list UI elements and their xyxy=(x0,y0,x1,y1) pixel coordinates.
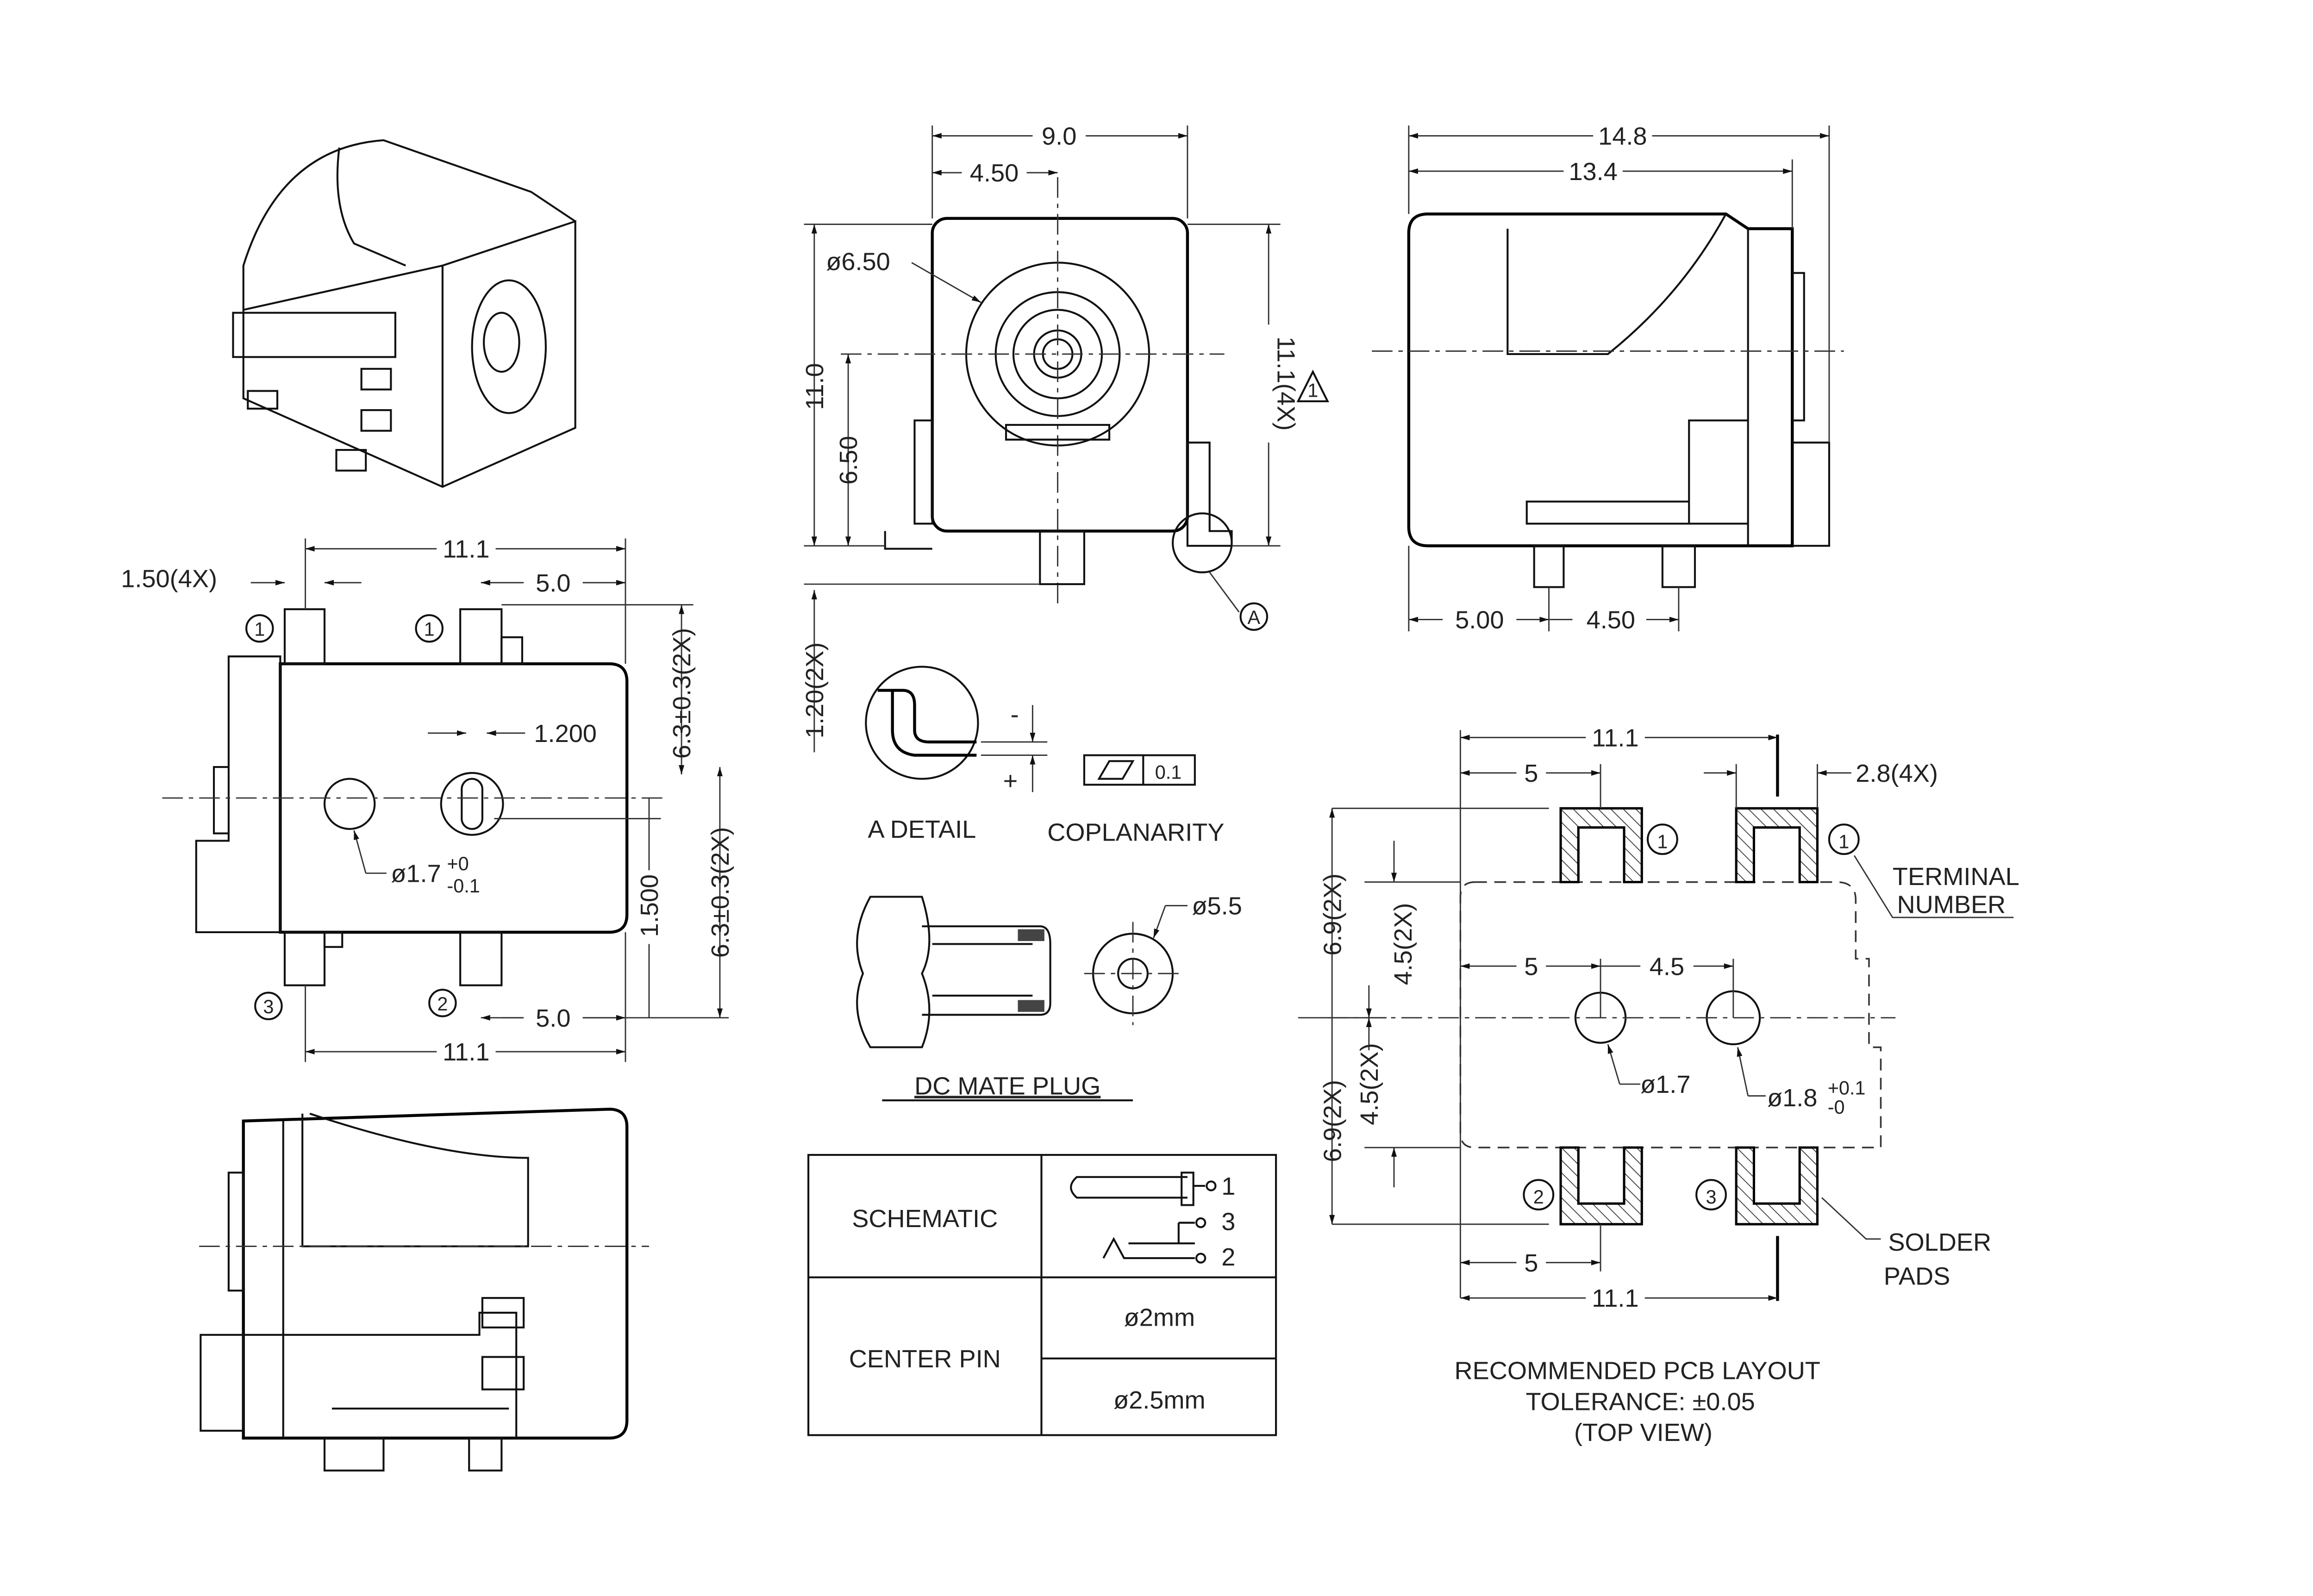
pcb-dim-offset-bottom: 5 xyxy=(1524,1249,1538,1277)
dc-mate-plug: ø5.5 DC MATE PLUG xyxy=(856,892,1242,1102)
pcb-hole2-dia: ø1.8 xyxy=(1767,1084,1817,1112)
plug-dia: ø5.5 xyxy=(1192,892,1242,920)
dim-length: 14.8 xyxy=(1598,123,1647,150)
spec-table: SCHEMATIC 1 3 2 CENTER PIN ø2mm ø2.5mm xyxy=(807,1153,1277,1436)
pcb-dim-width-bottom: 11.1 xyxy=(1592,1284,1638,1312)
pcb-hole1-dia: ø1.7 xyxy=(1640,1071,1690,1098)
a-detail: A DETAIL - + 0.1 COPLANARITY xyxy=(865,666,1224,846)
dim-lead-height: 1.20(2X) xyxy=(801,642,829,739)
schematic-pin-2: 2 xyxy=(1221,1243,1235,1271)
dim-outer-dia: ø6.50 xyxy=(826,248,890,275)
dim-width-bottom: 11.1 xyxy=(443,1038,489,1066)
plug-label: DC MATE PLUG xyxy=(914,1072,1100,1100)
dim-hole-tol-minus: -0.1 xyxy=(447,875,480,897)
dim-total-height: 11.1(4X) xyxy=(1272,337,1300,431)
terminal-number-label-2: NUMBER xyxy=(1897,891,2006,919)
front-view: 9.0 4.50 ø6.50 11.0 6.50 11.1(4X) 1 1.20… xyxy=(801,123,1329,753)
center-pin-label: CENTER PIN xyxy=(849,1345,1001,1373)
dim-width: 9.0 xyxy=(1042,123,1076,150)
terminal-number-label-1: TERMINAL xyxy=(1893,863,2019,891)
coplanarity-plus: + xyxy=(1003,767,1018,795)
terminal-3: 3 xyxy=(263,996,274,1017)
dim-hole-y: 1.500 xyxy=(636,874,663,937)
pcb-dim-y-bot-outer: 6.9(2X) xyxy=(1319,1080,1346,1162)
dim-width-top: 11.1 xyxy=(443,536,489,563)
bottom-view: 11.1 1.50(4X) 5.0 1.200 6.3±0.3(2X) 6.3±… xyxy=(121,536,734,1066)
pcb-tolerance: TOLERANCE: ±0.05 xyxy=(1525,1388,1755,1415)
dim-offset-bottom: 5.0 xyxy=(536,1004,570,1032)
pcb-terminal-1a: 1 xyxy=(1657,831,1668,852)
dim-y-bottom: 6.3±0.3(2X) xyxy=(706,827,734,958)
pcb-dim-y-top-outer: 6.9(2X) xyxy=(1319,873,1346,956)
pcb-dim-hole-offset: 5 xyxy=(1524,953,1538,980)
center-pin-option-1: ø2mm xyxy=(1124,1304,1195,1332)
coplanarity-minus: - xyxy=(1011,701,1019,729)
pcb-dim-pad-size: 2.8(4X) xyxy=(1856,760,1938,787)
revision-triangle-mark: 1 xyxy=(1307,380,1318,401)
dim-offset-top: 5.0 xyxy=(536,569,570,597)
pcb-dim-offset-top: 5 xyxy=(1524,760,1538,787)
dim-pin-offset-2: 4.50 xyxy=(1587,606,1635,634)
dim-pad-width: 1.50(4X) xyxy=(121,565,217,592)
solder-pads-label-1: SOLDER xyxy=(1888,1228,1991,1256)
schematic-label: SCHEMATIC xyxy=(852,1205,998,1233)
terminal-1b: 1 xyxy=(424,619,435,640)
coplanarity-value: 0.1 xyxy=(1155,762,1182,783)
lower-side-view xyxy=(199,1108,649,1471)
solder-pads-label-2: PADS xyxy=(1884,1262,1950,1290)
dim-height: 11.0 xyxy=(801,363,829,410)
dim-body-length: 13.4 xyxy=(1569,158,1617,186)
isometric-view xyxy=(232,139,576,488)
a-detail-label: A DETAIL xyxy=(868,816,976,843)
dim-pin-height: 6.50 xyxy=(835,436,863,485)
pcb-view: (TOP VIEW) xyxy=(1574,1419,1713,1446)
coplanarity-label: COPLANARITY xyxy=(1047,818,1224,846)
pcb-terminal-3: 3 xyxy=(1706,1186,1717,1208)
dim-hole-dia: ø1.7 xyxy=(391,860,441,888)
terminal-1a: 1 xyxy=(254,619,265,640)
pcb-hole2-tol-minus: -0 xyxy=(1828,1097,1845,1118)
schematic-pin-3: 3 xyxy=(1221,1208,1235,1236)
pcb-title: RECOMMENDED PCB LAYOUT xyxy=(1455,1357,1820,1384)
pcb-dim-y-top-inner: 4.5(2X) xyxy=(1389,903,1417,985)
terminal-2: 2 xyxy=(437,993,448,1015)
pcb-hole2-tol-plus: +0.1 xyxy=(1828,1077,1866,1098)
side-view: 14.8 13.4 5.00 4.50 xyxy=(1372,123,1844,634)
detail-ref-label: A xyxy=(1247,607,1260,628)
pcb-dim-width-top: 11.1 xyxy=(1592,724,1638,752)
pcb-layout: 11.1 5 2.8(4X) 5 4.5 ø1.7 ø1.8 +0.1 -0 6… xyxy=(1298,724,2019,1446)
dim-hole-offset: 1.200 xyxy=(534,720,597,748)
dim-y-top: 6.3±0.3(2X) xyxy=(668,628,696,759)
pcb-dim-hole-spacing: 4.5 xyxy=(1650,953,1684,980)
dim-half-width: 4.50 xyxy=(970,159,1019,187)
pcb-terminal-2: 2 xyxy=(1533,1186,1544,1208)
dim-hole-tol-plus: +0 xyxy=(447,853,469,874)
center-pin-option-2: ø2.5mm xyxy=(1113,1386,1206,1414)
dim-pin-offset-1: 5.00 xyxy=(1455,606,1504,634)
schematic-pin-1: 1 xyxy=(1221,1172,1235,1200)
pcb-dim-y-bot-inner: 4.5(2X) xyxy=(1356,1043,1383,1125)
pcb-terminal-1b: 1 xyxy=(1838,831,1849,852)
